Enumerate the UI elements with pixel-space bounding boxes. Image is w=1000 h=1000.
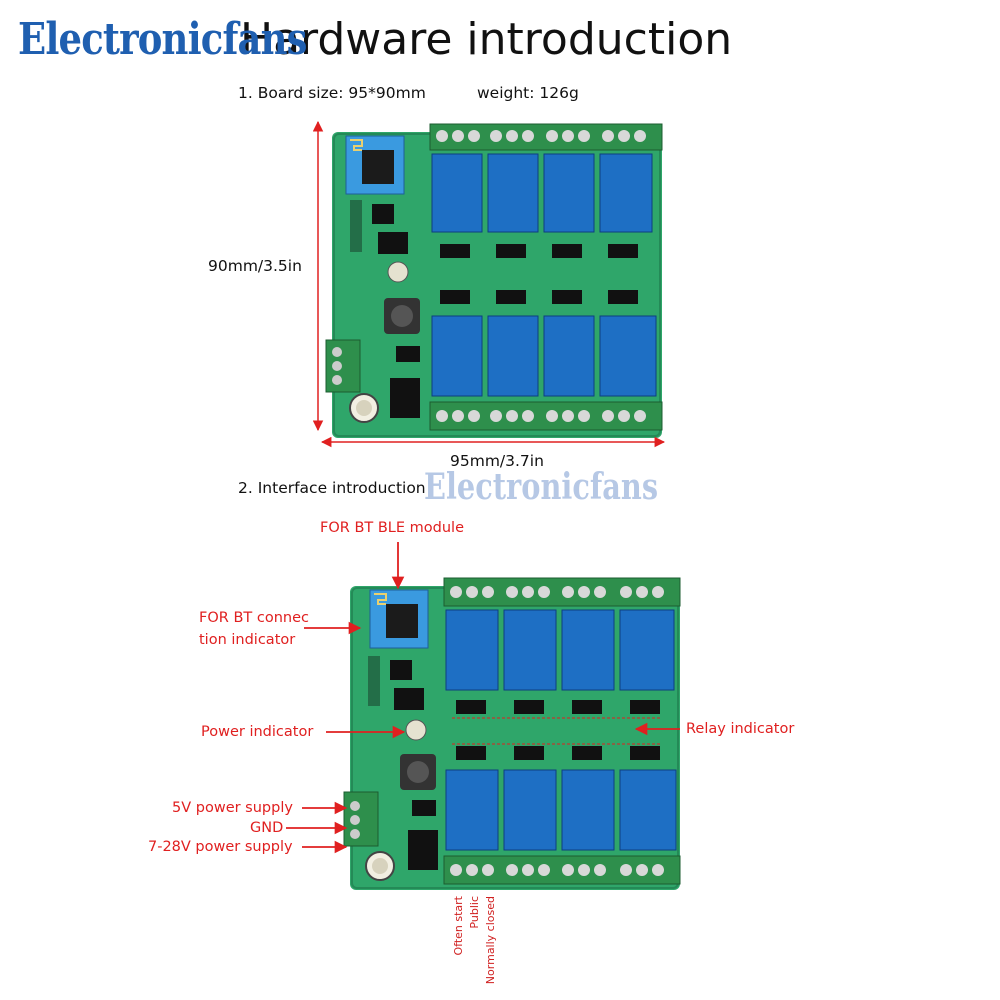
relay-indicator-label: Relay indicator bbox=[686, 721, 795, 737]
power-5v-label: 5V power supply bbox=[172, 800, 293, 816]
watermark-logo: Electronicfans bbox=[424, 466, 659, 508]
brand-logo: Electronicfans bbox=[18, 14, 307, 65]
board-size-heading: 1. Board size: 95*90mm bbox=[238, 84, 426, 102]
page-title: Hardware introduction bbox=[240, 14, 733, 65]
board-weight: weight: 126g bbox=[477, 84, 579, 102]
often-start-label: Often start bbox=[452, 896, 465, 956]
board-photo-top bbox=[325, 123, 663, 438]
bt-indicator-label-line1: FOR BT connec bbox=[199, 610, 309, 626]
power-7-28v-label: 7-28V power supply bbox=[148, 839, 293, 855]
public-label: Public bbox=[468, 896, 481, 929]
board-photo-bottom bbox=[343, 577, 681, 890]
bt-indicator-label-line2: tion indicator bbox=[199, 632, 296, 648]
gnd-label: GND bbox=[250, 820, 284, 836]
interface-heading: 2. Interface introduction bbox=[238, 479, 426, 497]
normally-closed-label: Normally closed bbox=[484, 896, 497, 985]
height-dimension-label: 90mm/3.5in bbox=[208, 257, 302, 275]
ble-module-label: FOR BT BLE module bbox=[320, 520, 464, 536]
power-indicator-label: Power indicator bbox=[201, 724, 314, 740]
width-dimension-label: 95mm/3.7in bbox=[450, 452, 544, 470]
